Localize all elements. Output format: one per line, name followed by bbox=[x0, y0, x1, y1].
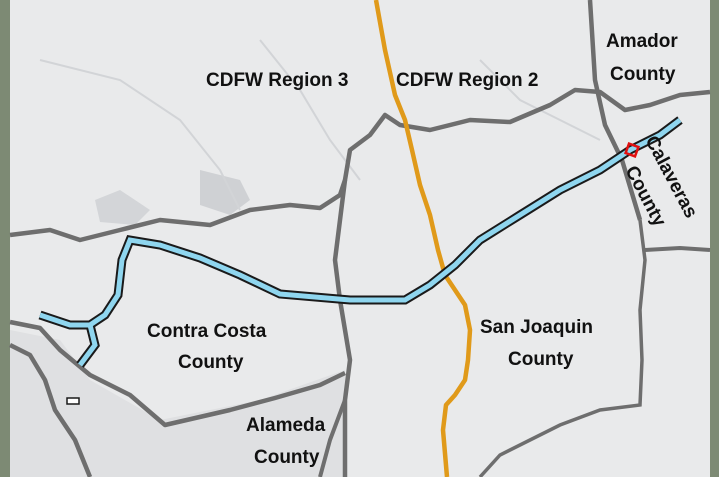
county-borders bbox=[8, 0, 711, 477]
county-border bbox=[478, 219, 647, 477]
delta-water bbox=[95, 190, 150, 225]
river bbox=[259, 39, 361, 181]
label-san-joaquin-1: San Joaquin bbox=[480, 317, 593, 338]
land-shade bbox=[10, 330, 345, 477]
label-amador-2: County bbox=[610, 64, 676, 85]
label-alameda-1: Alameda bbox=[246, 415, 326, 436]
label-region2: CDFW Region 2 bbox=[396, 70, 539, 91]
small-parcel bbox=[66, 397, 80, 405]
label-contra-costa-1: Contra Costa bbox=[147, 321, 267, 342]
river bbox=[39, 59, 241, 211]
label-san-joaquin-2: County bbox=[508, 349, 574, 370]
label-region3: CDFW Region 3 bbox=[206, 70, 349, 91]
county-border bbox=[644, 245, 711, 252]
county-border bbox=[318, 399, 347, 477]
region-boundary bbox=[373, 0, 473, 477]
label-contra-costa-2: County bbox=[178, 352, 244, 373]
label-alameda-2: County bbox=[254, 447, 320, 468]
label-amador-1: Amador bbox=[606, 31, 678, 52]
red-marker bbox=[623, 141, 641, 159]
